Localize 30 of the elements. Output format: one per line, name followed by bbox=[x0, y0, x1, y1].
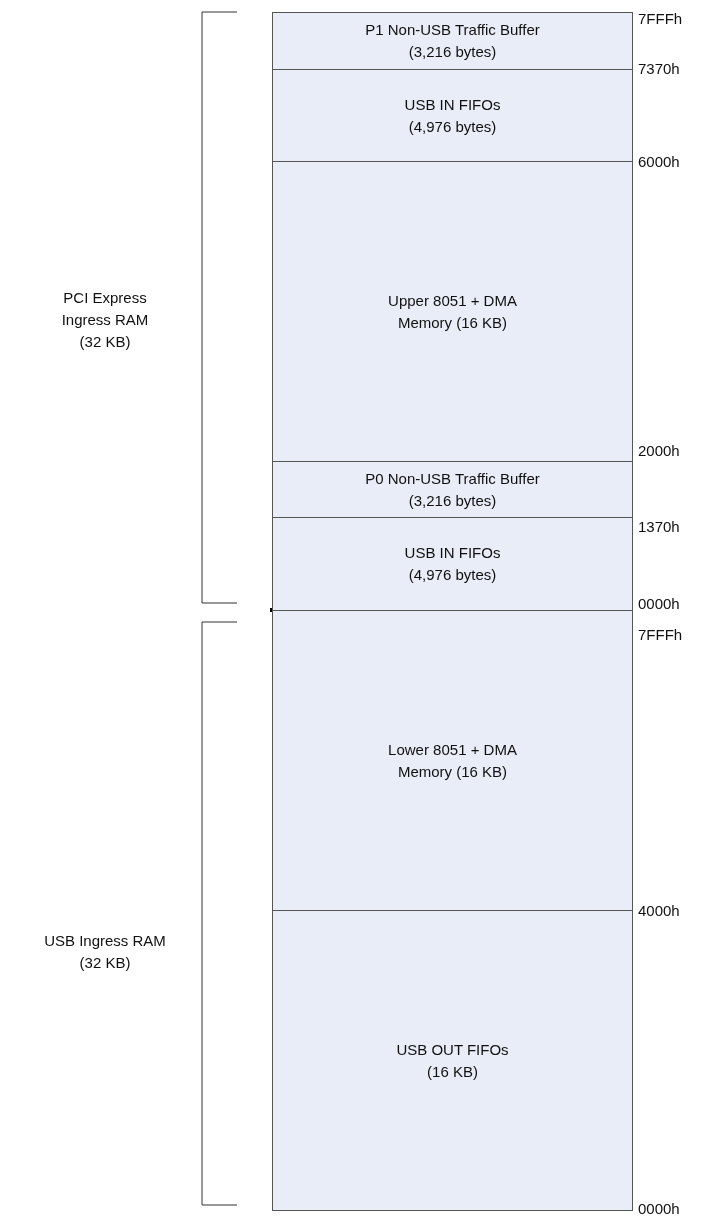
region-label: USB OUT FIFOs bbox=[396, 1039, 509, 1060]
region-label: (4,976 bytes) bbox=[408, 116, 497, 137]
region-label: (3,216 bytes) bbox=[408, 490, 497, 511]
address-label: 7FFFh bbox=[638, 9, 683, 29]
address-label: 2000h bbox=[638, 441, 680, 461]
address-label: 6000h bbox=[638, 152, 680, 172]
bracket-label: USB Ingress RAM (32 KB) bbox=[43, 931, 167, 973]
region-label: P0 Non-USB Traffic Buffer bbox=[365, 468, 540, 489]
region-label: Lower 8051 + DMA Memory (16 KB) bbox=[387, 739, 518, 782]
region-label: Upper 8051 + DMA Memory (16 KB) bbox=[387, 290, 518, 333]
region-label: (3,216 bytes) bbox=[408, 42, 497, 62]
region-label: (16 KB) bbox=[427, 1061, 478, 1082]
region-label: USB IN FIFOs bbox=[404, 543, 501, 563]
bracket-label: PCI Express Ingress RAM (32 KB) bbox=[60, 288, 150, 352]
region-label: (4,976 bytes) bbox=[408, 565, 497, 585]
memory-region bbox=[272, 517, 633, 611]
address-label: 1370h bbox=[638, 517, 680, 537]
memory-region bbox=[272, 610, 633, 911]
region-label: USB IN FIFOs bbox=[404, 94, 501, 115]
region-label: P1 Non-USB Traffic Buffer bbox=[365, 20, 540, 40]
address-label: 7370h bbox=[638, 59, 680, 79]
address-label: 0000h bbox=[638, 594, 680, 614]
memory-region bbox=[272, 461, 633, 518]
address-label: 0000h bbox=[638, 1199, 680, 1217]
address-label: 4000h bbox=[638, 901, 680, 921]
memory-region bbox=[272, 910, 633, 1211]
address-label: 7FFFh bbox=[638, 625, 683, 645]
memory-region bbox=[272, 161, 633, 462]
memory-region bbox=[272, 12, 633, 70]
memory-region bbox=[272, 69, 633, 162]
